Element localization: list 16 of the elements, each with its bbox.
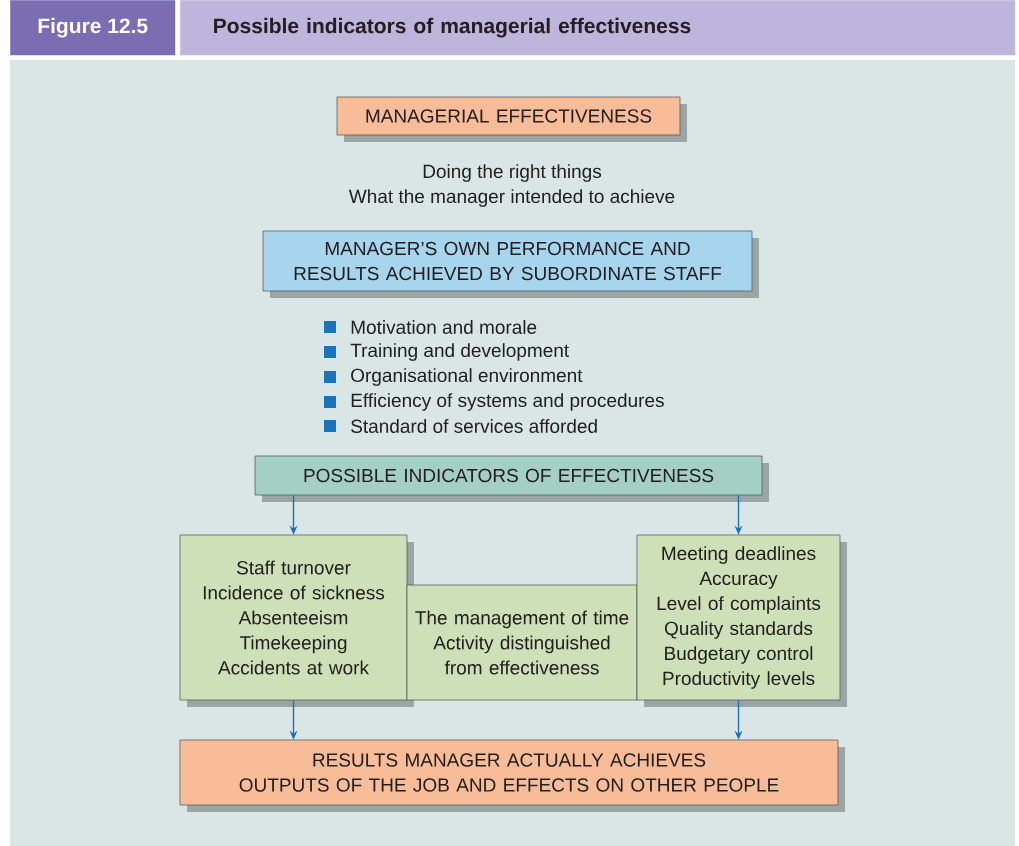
process-box: POSSIBLE INDICATORS OF EFFECTIVENESS <box>254 455 769 502</box>
bullet-item: Training and development <box>324 343 569 361</box>
bullet-item: Motivation and morale <box>324 320 537 334</box>
bullet-item: Standard of services afforded <box>324 419 597 433</box>
figure-number: Figure 12.5 <box>10 0 176 56</box>
indicator-box: Meeting deadlines Accuracy Level of complaints Quality standards Budgetary control Productivity levels <box>636 534 847 707</box>
bullet-item: Efficiency of systems and procedures <box>324 393 664 411</box>
indicator-box: The management of time Activity distinguished from effectiveness <box>406 584 638 701</box>
bullet-item: Organisational environment <box>324 368 583 386</box>
title-bar: Possible indicators of managerial effectiveness <box>180 0 1016 56</box>
process-box: MANAGER’S OWN PERFORMANCE AND RESULTS ACHIEVED BY SUBORDINATE STAFF <box>262 230 759 298</box>
subtitle-text: What the manager intended to achieve <box>348 189 675 207</box>
indicator-box: Staff turnover Incidence of sickness Absenteeism Timekeeping Accidents at work <box>179 534 414 707</box>
heading-box: MANAGERIAL EFFECTIVENESS <box>336 96 687 142</box>
result-box: RESULTS MANAGER ACTUALLY ACHIEVES OUTPUTS OF THE JOB AND EFFECTS ON OTHER PEOPLE <box>179 739 845 812</box>
subtitle-text: Doing the right things <box>423 164 602 182</box>
